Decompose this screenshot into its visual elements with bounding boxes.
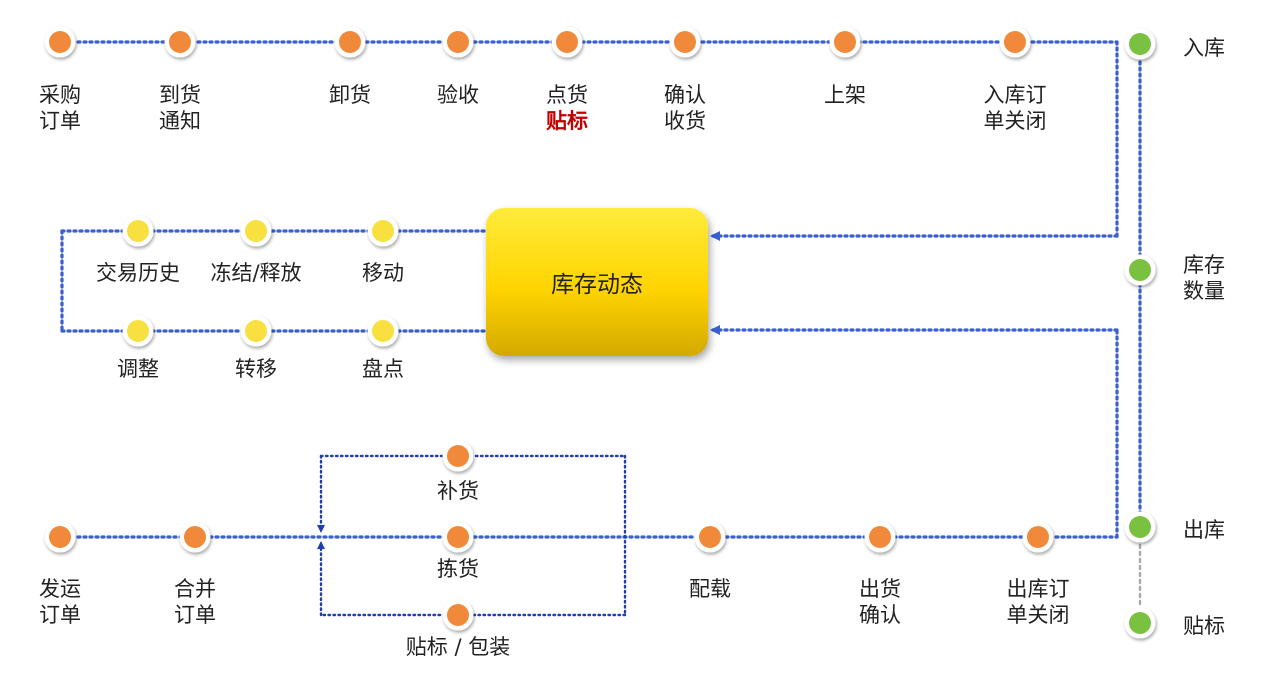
replenish-label: 补货 xyxy=(437,478,479,504)
outbound-step-label-line: 发运 xyxy=(39,577,81,601)
inbound-step-label: 采购订单 xyxy=(39,82,81,134)
outbound-step-label: 发运订单 xyxy=(39,576,81,628)
outbound-step-label-line: 出库订 xyxy=(1006,577,1070,601)
outbound-step-label-line: 配载 xyxy=(689,577,731,601)
inbound-step-label-line: 卸货 xyxy=(329,83,371,107)
replenish-node xyxy=(447,445,469,467)
inventory-bottom-node xyxy=(372,320,394,342)
label-pack-label: 贴标 / 包装 xyxy=(406,634,510,660)
outbound-step-label-line: 合并 xyxy=(174,577,216,601)
inventory-bottom-label-line: 转移 xyxy=(235,357,277,381)
inbound-step-label-line: 点货 xyxy=(546,83,588,107)
status-rail-label: 库存数量 xyxy=(1183,252,1225,304)
outbound-step-node xyxy=(869,526,891,548)
outbound-step-label: 配载 xyxy=(689,576,731,602)
inventory-top-node xyxy=(127,220,149,242)
inventory-bottom-label-line: 调整 xyxy=(117,357,159,381)
status-rail-label: 出库 xyxy=(1183,517,1225,543)
inventory-top-node xyxy=(372,220,394,242)
inventory-bottom-label: 调整 xyxy=(117,356,159,382)
inventory-top-label-line: 交易历史 xyxy=(96,261,180,285)
inbound-step-label-line: 确认 xyxy=(664,83,706,107)
inbound-step-label-line: 通知 xyxy=(159,109,201,133)
status-rail-label-line: 数量 xyxy=(1183,279,1225,303)
inbound-step-label: 确认收货 xyxy=(664,82,706,134)
status-rail-label-line: 库存 xyxy=(1183,253,1225,277)
inventory-top-label-line: 移动 xyxy=(362,261,404,285)
outbound-step-node xyxy=(699,526,721,548)
status-rail-node xyxy=(1129,612,1151,634)
outbound-step-label: 合并订单 xyxy=(174,576,216,628)
status-rail-label-line: 入库 xyxy=(1183,36,1225,60)
status-rail-node xyxy=(1129,33,1151,55)
hub-label: 库存动态 xyxy=(551,272,643,298)
inbound-step-label-line: 上架 xyxy=(824,83,866,107)
outbound-step-label-line: 单关闭 xyxy=(1006,603,1070,627)
inbound-step-node xyxy=(834,31,856,53)
replenish-label-line: 补货 xyxy=(437,479,479,503)
status-rail-label: 入库 xyxy=(1183,35,1225,61)
inbound-step-label-line: 订单 xyxy=(39,109,81,133)
inbound-step-label-line: 到货 xyxy=(159,83,201,107)
inbound-step-node xyxy=(674,31,696,53)
outbound-step-label-line: 订单 xyxy=(174,603,216,627)
label-pack-label-line: 贴标 / 包装 xyxy=(405,635,511,659)
inventory-top-label: 移动 xyxy=(362,260,404,286)
outbound-step-node xyxy=(447,526,469,548)
inventory-bottom-label: 盘点 xyxy=(362,356,404,382)
inbound-step-label: 入库订单关闭 xyxy=(984,82,1047,134)
status-rail-node xyxy=(1129,259,1151,281)
outbound-step-label: 拣货 xyxy=(437,556,479,582)
outbound-step-label-line: 确认 xyxy=(859,603,901,627)
inbound-step-label-line: 单关闭 xyxy=(983,109,1047,133)
inbound-step-label: 到货通知 xyxy=(159,82,201,134)
inbound-step-node xyxy=(169,31,191,53)
outbound-step-label-line: 订单 xyxy=(39,603,81,627)
outbound-step-label-line: 出货 xyxy=(859,577,901,601)
inbound-step-label-line: 采购 xyxy=(39,83,81,107)
inventory-top-node xyxy=(245,220,267,242)
status-rail-label: 贴标 xyxy=(1183,613,1225,639)
outbound-step-label: 出货确认 xyxy=(859,576,901,628)
inbound-step-label-line: 入库订 xyxy=(983,83,1047,107)
inventory-bottom-node xyxy=(245,320,267,342)
inventory-dynamics-hub: 库存动态 xyxy=(486,208,708,356)
outbound-step-node xyxy=(1027,526,1049,548)
inbound-step-label: 上架 xyxy=(824,82,866,108)
inbound-step-label: 卸货 xyxy=(329,82,371,108)
label-pack-node xyxy=(447,604,469,626)
status-rail-label-line: 贴标 xyxy=(1183,614,1225,638)
inbound-step-node xyxy=(556,31,578,53)
inbound-step-label-line: 贴标 xyxy=(546,109,588,133)
inbound-step-node xyxy=(339,31,361,53)
status-rail-label-line: 出库 xyxy=(1183,518,1225,542)
inbound-step-node xyxy=(447,31,469,53)
inventory-top-label: 交易历史 xyxy=(96,260,180,286)
inbound-step-node xyxy=(1004,31,1026,53)
inbound-step-label-line: 收货 xyxy=(664,109,706,133)
inventory-bottom-label-line: 盘点 xyxy=(362,357,404,381)
outbound-step-label: 出库订单关闭 xyxy=(1007,576,1070,628)
inbound-step-label: 点货贴标 xyxy=(546,82,588,134)
outbound-step-node xyxy=(184,526,206,548)
inbound-step-label: 验收 xyxy=(437,82,479,108)
inventory-top-label: 冻结/释放 xyxy=(210,260,301,286)
inventory-bottom-label: 转移 xyxy=(235,356,277,382)
outbound-step-node xyxy=(49,526,71,548)
inbound-step-label-line: 验收 xyxy=(437,83,479,107)
inventory-top-label-line: 冻结/释放 xyxy=(210,261,302,285)
status-rail-node xyxy=(1129,516,1151,538)
inventory-bottom-node xyxy=(127,320,149,342)
inbound-step-node xyxy=(49,31,71,53)
outbound-step-label-line: 拣货 xyxy=(437,557,479,581)
